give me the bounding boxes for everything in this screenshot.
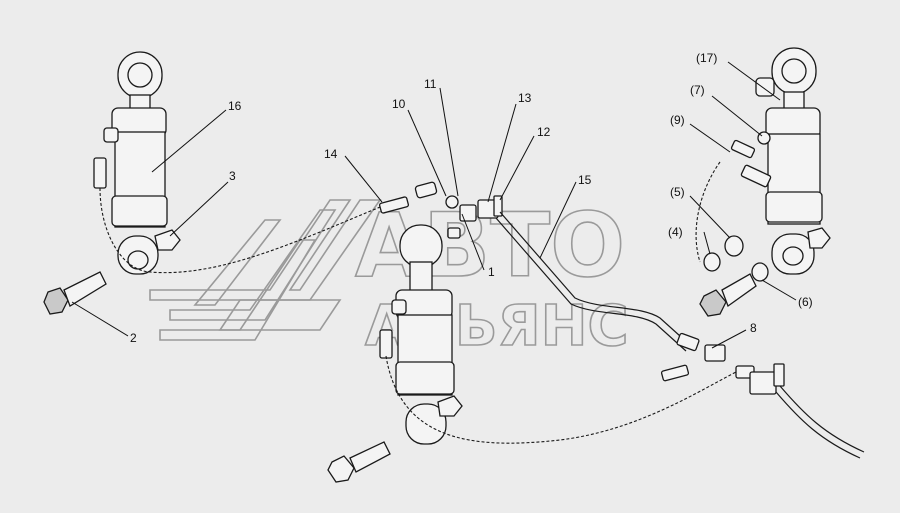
washer-6 <box>751 262 769 282</box>
callout-4: (4) <box>668 225 683 239</box>
callout-16: 16 <box>228 99 242 113</box>
pipe-15-edge <box>495 217 687 352</box>
pipe-right-edge <box>779 385 865 453</box>
cylinder-right <box>730 47 831 275</box>
plate-right <box>773 363 785 387</box>
washer-11 <box>445 195 459 209</box>
cylinder-left-bottom-eye-hole <box>127 250 149 270</box>
hose-left <box>99 187 386 274</box>
pipe-15 <box>499 211 691 346</box>
cylinder-right-bottom-eye-hole <box>782 246 804 266</box>
bolt-left-port <box>93 157 107 189</box>
fitting-8-nut <box>676 332 700 352</box>
bolt-right-shank <box>721 273 757 308</box>
callout-9: (9) <box>670 113 685 127</box>
callout-15: 15 <box>578 173 592 187</box>
callout-3: 3 <box>229 169 236 183</box>
fitting-group-8 <box>660 332 785 395</box>
leader-3 <box>169 181 229 237</box>
callout-1: 1 <box>488 265 495 279</box>
leader-4 <box>703 231 711 255</box>
bolt-center-bottom <box>327 441 391 483</box>
leader-14 <box>344 155 383 203</box>
leader-11 <box>439 87 459 197</box>
bushing-17 <box>755 77 775 97</box>
leader-8 <box>711 329 747 349</box>
bolt-2 <box>43 271 107 315</box>
clamp-right <box>749 371 777 395</box>
callout-14: 14 <box>324 147 338 161</box>
nut-1 <box>459 204 477 222</box>
leader-15 <box>539 181 577 259</box>
cylinder-left <box>93 51 181 275</box>
callout-11: 11 <box>424 77 437 91</box>
leader-lines <box>71 61 797 349</box>
fitting-8-tee <box>704 344 726 362</box>
leader-6 <box>761 279 797 301</box>
cylinder-center-base <box>395 361 455 395</box>
callout-7: (7) <box>690 83 705 97</box>
washer-4 <box>703 252 721 272</box>
hose-center <box>385 355 741 444</box>
watermark-emblem <box>149 199 382 341</box>
fitting-10 <box>414 181 438 199</box>
bolt-center-bottom-shank <box>349 441 391 473</box>
leader-13 <box>487 103 517 203</box>
leader-7 <box>711 95 763 137</box>
cylinder-center-port <box>391 299 407 315</box>
fitting-8-hose-end <box>660 364 690 382</box>
fitting-14 <box>378 196 410 214</box>
leader-12 <box>499 135 535 201</box>
leader-1 <box>461 213 485 271</box>
callout-2: 2 <box>130 331 137 345</box>
cylinder-left-top-eye-hole <box>127 62 153 88</box>
cylinder-center-top-eye <box>399 224 443 268</box>
plate-12 <box>493 195 503 217</box>
fitting-9-top <box>730 139 756 159</box>
callout-13: 13 <box>518 91 532 105</box>
bolt-center-bottom-head <box>327 455 355 483</box>
cylinder-right-base <box>765 191 823 223</box>
nut-center <box>437 395 463 417</box>
bolt-2-head <box>43 287 69 315</box>
cylinder-left-port <box>103 127 119 143</box>
callout-12: 12 <box>537 125 551 139</box>
callout-10: 10 <box>392 97 406 111</box>
callouts: 16 3 2 14 10 11 13 12 15 1 8 (4) (5) (6)… <box>130 51 813 345</box>
leader-10 <box>407 109 447 197</box>
bolt-right <box>699 273 757 317</box>
leader-5 <box>689 195 731 239</box>
hose-right <box>695 161 721 263</box>
cylinder-right-top-eye-hole <box>781 58 807 84</box>
leader-16 <box>151 109 227 173</box>
callout-6: (6) <box>798 295 813 309</box>
washer-5 <box>724 235 744 257</box>
callout-17: (17) <box>696 51 717 65</box>
bolt-right-head <box>699 289 727 317</box>
bolt-center-port <box>379 329 393 359</box>
bolt-2-shank <box>63 271 107 307</box>
leader-9 <box>689 123 731 153</box>
cylinder-left-base <box>111 195 168 227</box>
leader-17 <box>727 61 781 101</box>
fitting-9-bottom <box>740 164 772 188</box>
fitting-group-top <box>378 181 503 239</box>
callout-8: 8 <box>750 321 757 335</box>
nut-right <box>807 227 831 249</box>
pipe-right <box>775 391 861 459</box>
callout-5: (5) <box>670 185 685 199</box>
bolt-fitting <box>447 227 461 239</box>
nut-left <box>154 229 181 251</box>
leader-2 <box>71 301 129 337</box>
